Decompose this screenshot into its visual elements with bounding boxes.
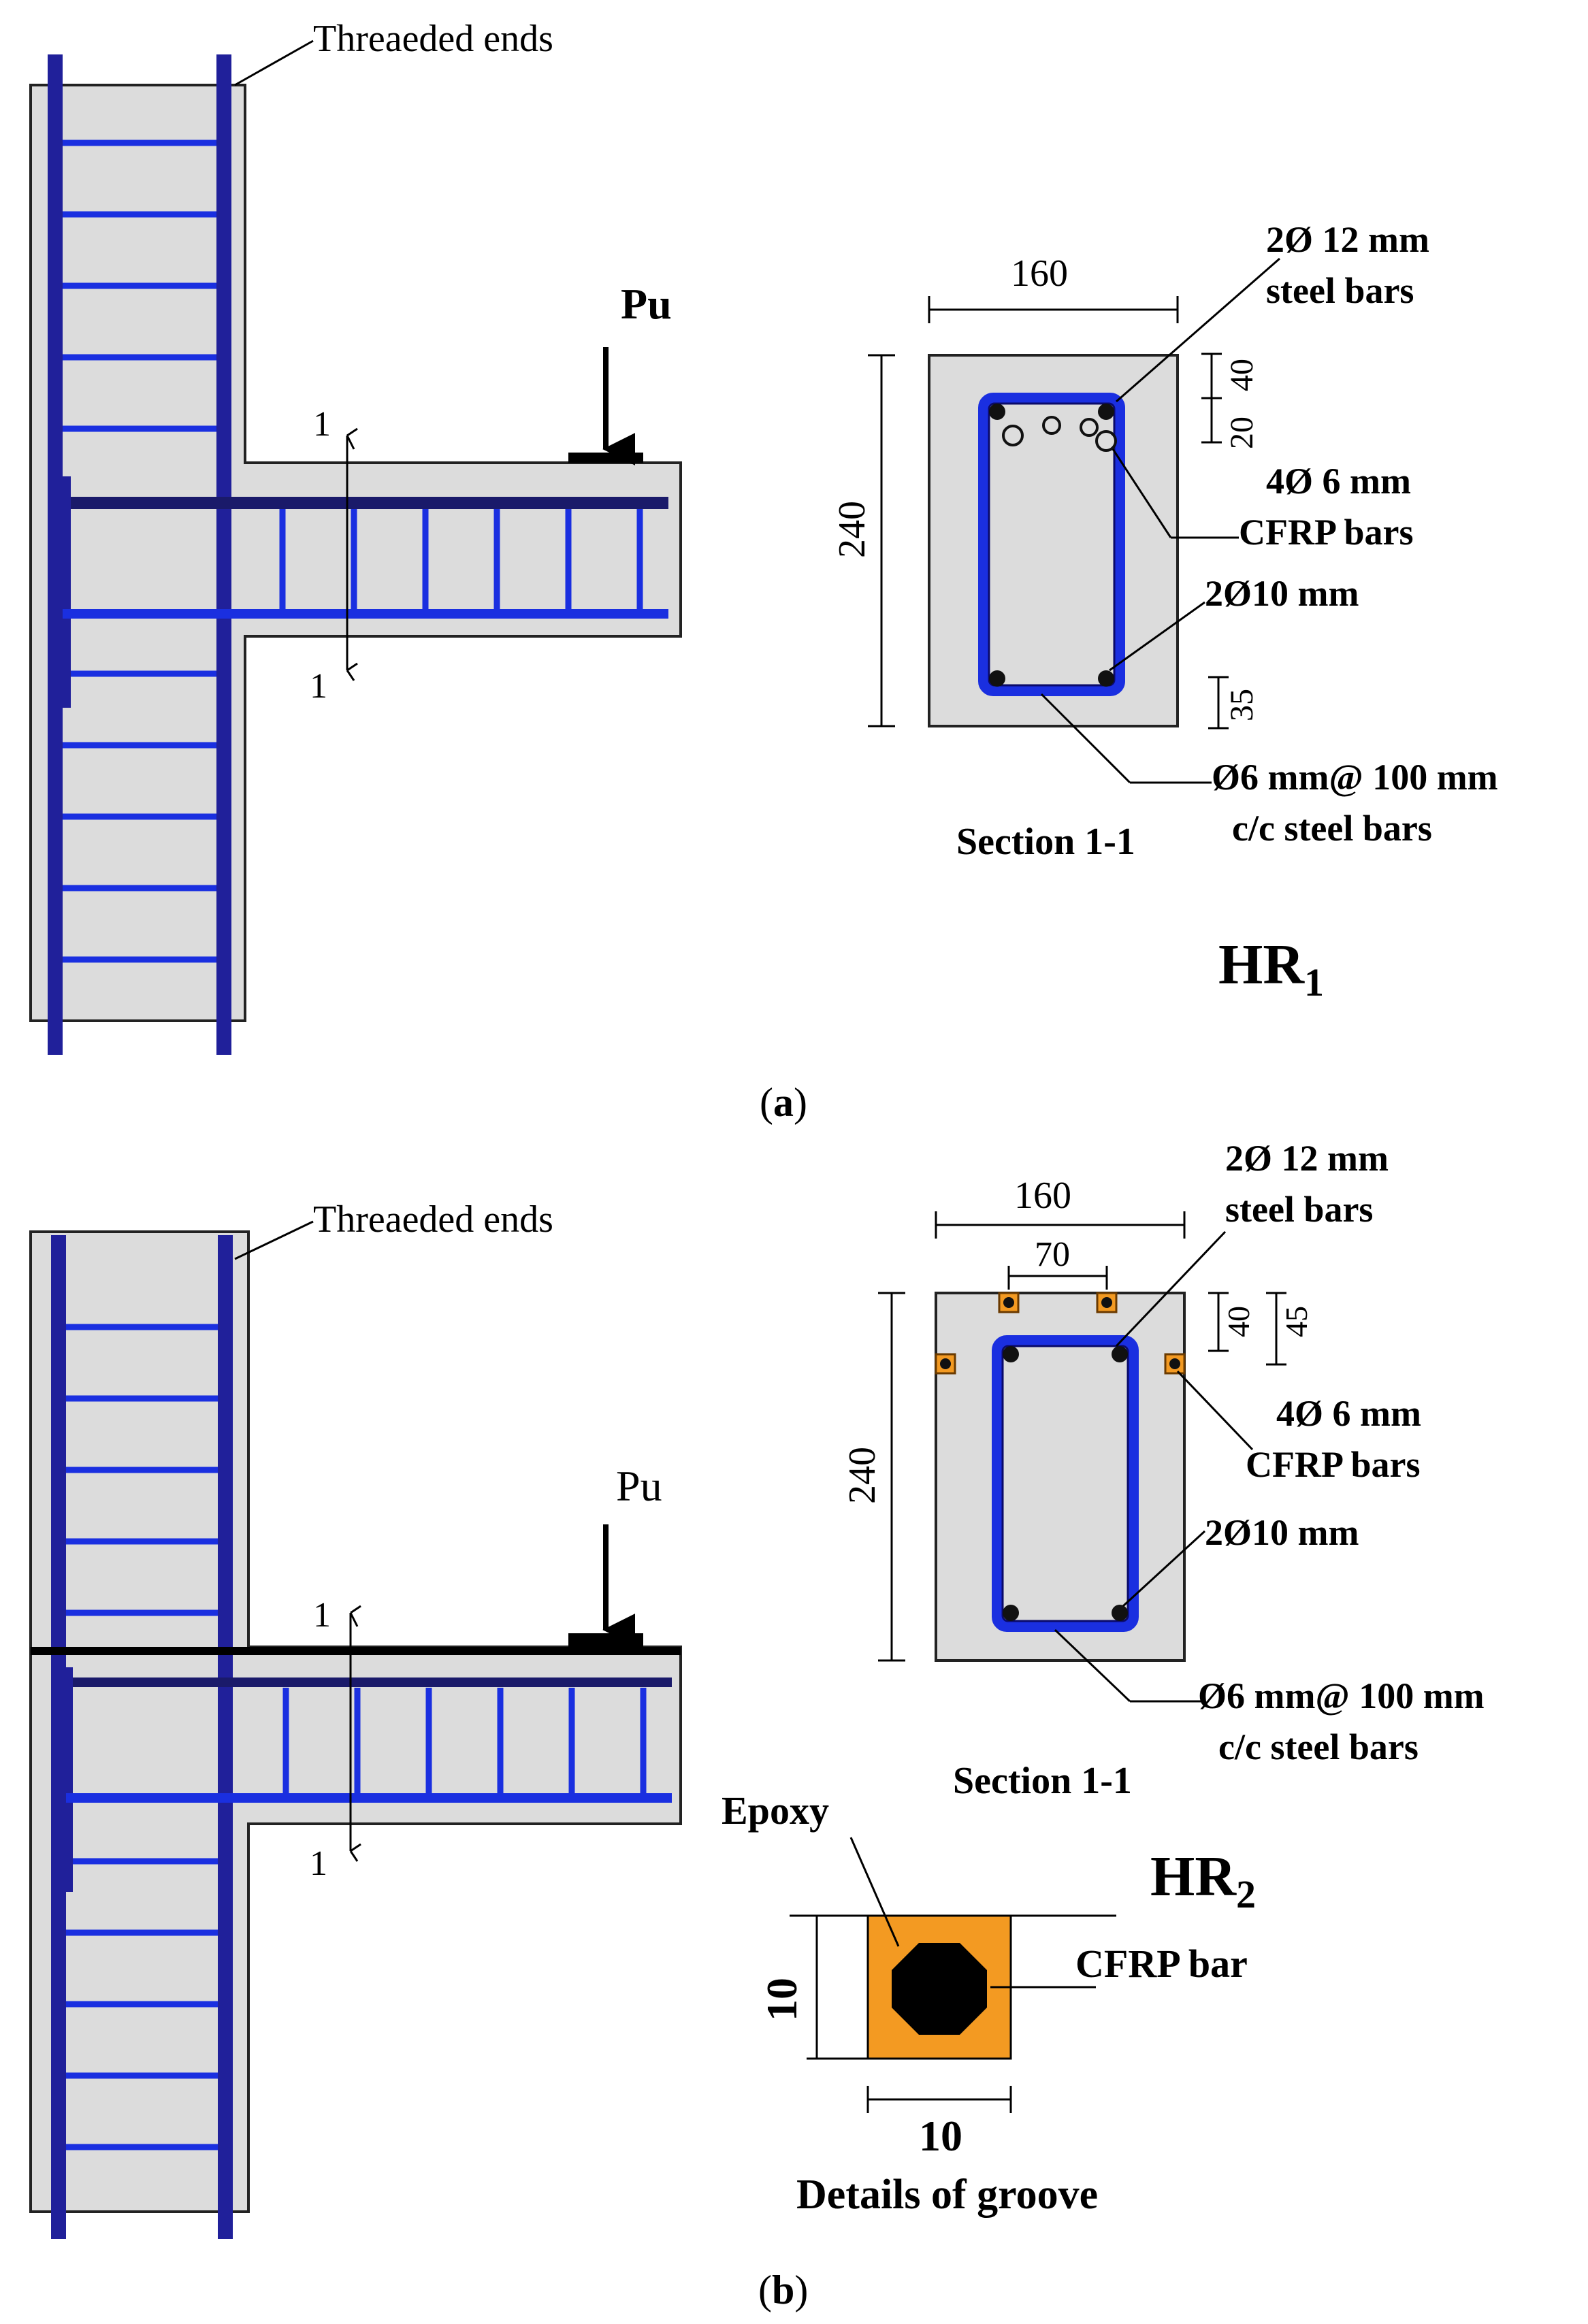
groove-detail: 10 10 Epoxy CFRP bar Details of groove bbox=[722, 1788, 1248, 2218]
groove-dim-h-label: 10 bbox=[758, 1978, 806, 2021]
load-label: Pu bbox=[616, 1462, 662, 1510]
column-bar-right bbox=[218, 1235, 233, 2239]
section-top-bar bbox=[1003, 1346, 1019, 1362]
load-label: Pu bbox=[621, 280, 672, 328]
leader-bottom-bars bbox=[1109, 601, 1205, 672]
dim-height-label: 240 bbox=[831, 501, 873, 558]
section-stirrup bbox=[992, 1335, 1139, 1632]
beam-cfrp-strip bbox=[31, 1647, 681, 1655]
column-ties bbox=[51, 1324, 228, 2150]
load-plate bbox=[568, 1633, 643, 1647]
leader-epoxy bbox=[849, 1837, 900, 1947]
beam-top-bar-hook bbox=[63, 476, 71, 708]
stirrups-label: Ø6 mm@ 100 mm bbox=[1212, 757, 1498, 798]
dim-bottom-label: 35 bbox=[1224, 689, 1260, 721]
section-stirrup-inner bbox=[1001, 1345, 1129, 1622]
stirrups-label-2: c/c steel bars bbox=[1218, 1726, 1419, 1767]
section-cfrp-bar bbox=[1042, 416, 1061, 435]
section-cut-arrow-bottom bbox=[349, 1843, 361, 1862]
leader-cfrp bbox=[1112, 448, 1172, 538]
dim-width-label: 160 bbox=[1011, 252, 1068, 295]
section-top-bar bbox=[989, 404, 1005, 420]
section-bottom-bar bbox=[1098, 670, 1114, 687]
section-bottom-bar bbox=[1003, 1605, 1019, 1621]
section-cfrp-bar bbox=[1080, 418, 1099, 437]
section-cfrp-bar bbox=[1095, 430, 1117, 452]
threaded-ends-label: Threaeded ends bbox=[313, 18, 553, 60]
leader-cfrp bbox=[1176, 1370, 1254, 1451]
panel-a: Pu Threaeded ends 1 1 160 240 bbox=[29, 18, 1498, 1125]
beam-stirrups bbox=[279, 509, 643, 611]
bottom-bars-label: 2Ø10 mm bbox=[1205, 1512, 1359, 1553]
beam-bottom-bar bbox=[63, 609, 668, 619]
section-outline bbox=[928, 354, 1179, 727]
bottom-bars-label: 2Ø10 mm bbox=[1205, 573, 1359, 614]
threaded-ends-label: Threaeded ends bbox=[313, 1198, 553, 1241]
cfrp-label-2: CFRP bars bbox=[1246, 1444, 1421, 1485]
leader-top-bars bbox=[1115, 1230, 1227, 1347]
top-bars-label-2: steel bars bbox=[1266, 270, 1414, 311]
load-plate bbox=[568, 453, 643, 463]
beam-bottom-bar bbox=[66, 1793, 672, 1803]
beam-top-bar bbox=[66, 1677, 672, 1687]
column-bar-left bbox=[48, 54, 63, 1055]
section-outline bbox=[935, 1292, 1186, 1662]
section-cut-arrow-top bbox=[346, 427, 358, 450]
groove-epoxy-label: Epoxy bbox=[722, 1788, 829, 1833]
dim-height-label: 240 bbox=[841, 1447, 884, 1504]
section-title: Section 1-1 bbox=[956, 821, 1135, 863]
specimen-label: HR1 bbox=[1218, 933, 1324, 1004]
dim-width-label: 160 bbox=[1014, 1175, 1071, 1217]
section-bottom-bar bbox=[989, 670, 1005, 687]
section-stirrup-inner bbox=[988, 402, 1116, 687]
groove-title: Details of groove bbox=[796, 2172, 1098, 2218]
stirrups-label-2: c/c steel bars bbox=[1232, 808, 1432, 849]
column-bar-right bbox=[216, 54, 231, 1055]
groove-cfrp-label: CFRP bar bbox=[1075, 1942, 1248, 1986]
section-cut-arrow-top bbox=[349, 1605, 361, 1627]
dim-top-a-label: 40 bbox=[1221, 1306, 1256, 1337]
panel-b: Pu Threaeded ends 1 1 bbox=[29, 1138, 1485, 2312]
column-ties bbox=[51, 140, 225, 963]
cfrp-label-2: CFRP bars bbox=[1239, 512, 1414, 553]
beam-top-bar-hook bbox=[65, 1667, 73, 1892]
top-bars-label: 2Ø 12 mm bbox=[1225, 1138, 1389, 1179]
section-title: Section 1-1 bbox=[953, 1760, 1132, 1802]
section-cfrp-bar bbox=[1002, 425, 1024, 446]
dim-spacing-label: 70 bbox=[1035, 1235, 1070, 1274]
leader-bottom-bars bbox=[1122, 1530, 1206, 1607]
section-stirrup bbox=[978, 393, 1125, 696]
groove-cfrp-bar bbox=[892, 1943, 987, 2035]
section-mark-bottom: 1 bbox=[310, 1844, 327, 1883]
specimen-label: HR2 bbox=[1150, 1845, 1256, 1916]
beam-stirrups bbox=[282, 1688, 647, 1797]
leader-stirrups bbox=[1054, 1629, 1131, 1703]
section-top-bar bbox=[1112, 1346, 1128, 1362]
leader-stirrups bbox=[1040, 693, 1131, 784]
caption-b: (b) bbox=[758, 2268, 808, 2312]
section-bottom-bar bbox=[1112, 1605, 1128, 1621]
section-top-bar bbox=[1098, 404, 1114, 420]
dim-top-b-label: 45 bbox=[1279, 1306, 1314, 1337]
dim-top-b-label: 20 bbox=[1224, 416, 1260, 449]
groove-dim-w-label: 10 bbox=[919, 2112, 962, 2160]
threaded-ends-leader bbox=[234, 1220, 314, 1260]
dim-top-a-label: 40 bbox=[1224, 359, 1260, 391]
beam-top-bar bbox=[63, 497, 668, 509]
top-bars-label: 2Ø 12 mm bbox=[1266, 219, 1429, 260]
cfrp-label: 4Ø 6 mm bbox=[1276, 1393, 1421, 1434]
column-bar-left bbox=[51, 1235, 66, 2239]
section-mark-top: 1 bbox=[313, 405, 331, 444]
section-mark-top: 1 bbox=[313, 1596, 331, 1635]
threaded-ends-leader bbox=[234, 39, 314, 86]
section-mark-bottom: 1 bbox=[310, 667, 327, 706]
section-cfrp-bars bbox=[940, 1297, 1180, 1369]
caption-a: (a) bbox=[760, 1080, 807, 1125]
stirrups-label: Ø6 mm@ 100 mm bbox=[1198, 1675, 1485, 1716]
section-cut-arrow-bottom bbox=[346, 662, 358, 681]
leader-top-bars bbox=[1116, 257, 1280, 403]
cfrp-label: 4Ø 6 mm bbox=[1266, 461, 1411, 502]
top-bars-label-2: steel bars bbox=[1225, 1189, 1373, 1230]
